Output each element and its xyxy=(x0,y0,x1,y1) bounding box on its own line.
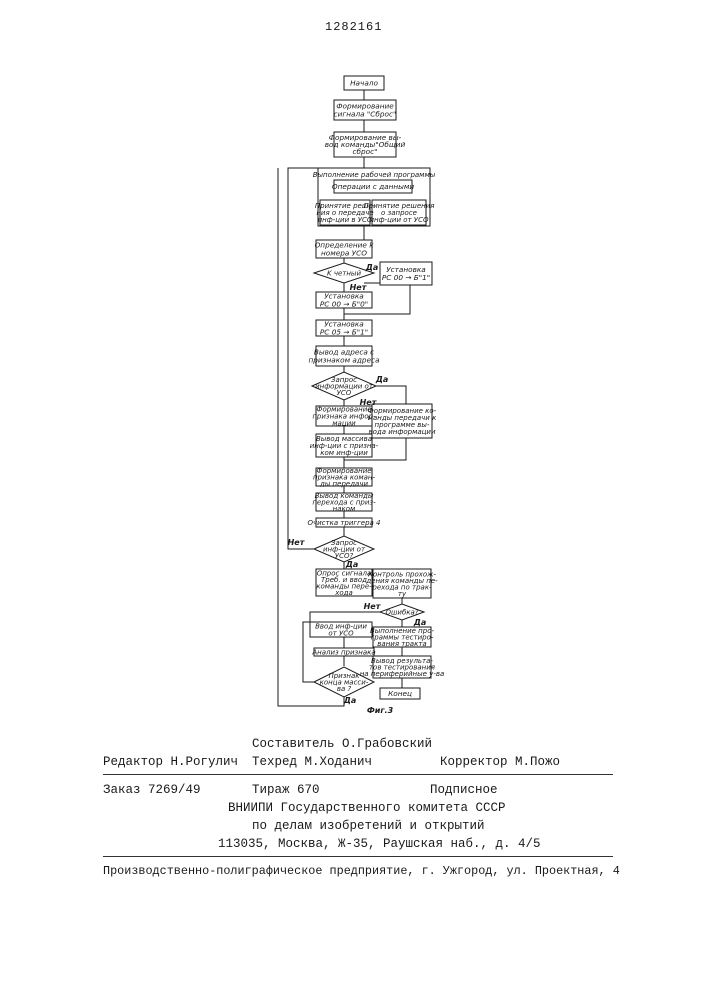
transfer-flag-box-text-line-3: ды передачи xyxy=(319,480,368,488)
yes-label-k-even: Да xyxy=(365,263,379,272)
connector-error-no xyxy=(310,612,380,622)
define-k-box-text-line-2: номера УСО xyxy=(321,249,367,258)
no-label-k-even: Нет xyxy=(350,283,368,292)
yes-label-end-array: Да xyxy=(343,696,357,705)
decision-request-box-text-line-3: инф-ции от УСО xyxy=(370,216,429,224)
flag-analysis-box-text-line-1: Анализ признака xyxy=(311,649,375,657)
end-array-diamond-text-line-3: ва ? xyxy=(337,685,352,693)
footer-divider-top xyxy=(103,774,613,775)
no-label-request-info: Нет xyxy=(360,398,378,407)
figure-caption: Фиг.3 xyxy=(367,706,394,715)
program-execution-label: Выполнение рабочей программы xyxy=(313,171,436,179)
flowchart-labels: НачалоФормированиесигнала "Сброс"Формиро… xyxy=(288,79,445,716)
set-rc05-1-box-text-line-2: PC 05 → Б"1" xyxy=(320,328,368,337)
start-box-text-line-1: Начало xyxy=(350,79,378,88)
error-question-diamond-text-line-1: Ошибка? xyxy=(385,609,418,617)
yes-label-request-from: Да xyxy=(345,560,359,569)
transfer-control-box-text-line-4: ту xyxy=(398,590,407,598)
end-box-text-line-1: Конец xyxy=(388,689,412,698)
output-results-box-text-line-3: на периферийные у-ва xyxy=(360,670,445,678)
editor-line: Редактор Н.Рогулич xyxy=(103,755,238,769)
footer-divider-bottom xyxy=(103,856,613,857)
transfer-output-box-text-line-3: наком xyxy=(333,505,356,513)
corrector-line: Корректор М.Пожо xyxy=(440,755,560,769)
organization-line-1: ВНИИПИ Государственного комитета СССР xyxy=(228,801,506,815)
transfer-cmd-box-text-line-4: вода информации xyxy=(368,428,435,436)
subscription-line: Подписное xyxy=(430,783,498,797)
input-info-box-text-line-2: от УСО xyxy=(328,630,354,638)
print-run-line: Тираж 670 xyxy=(252,783,320,797)
techred-line: Техред М.Ходанич xyxy=(252,755,372,769)
set-rc00-0-box-text-line-2: PC 00 → Б"0" xyxy=(320,300,368,309)
poll-signal-box-text-line-4: хода xyxy=(334,589,353,597)
request-info-diamond-text-line-3: УСО xyxy=(337,389,352,397)
decision-transfer-box-text-line-3: инф-ции в УСО xyxy=(318,216,373,224)
info-flag-box-text-line-3: мации xyxy=(332,420,356,428)
test-program-box-text-line-3: вания тракта xyxy=(377,640,426,648)
organization-line-2: по делам изобретений и открытий xyxy=(252,819,485,833)
data-operations-box-text-line-1: Операции с данными xyxy=(332,182,415,191)
common-reset-box-text-line-3: сброс" xyxy=(353,147,378,156)
address-output-box-text-line-2: признаком адреса xyxy=(308,356,379,365)
no-label-request-from: Нет xyxy=(288,538,306,547)
flowchart-diagram: НачалоФормированиесигнала "Сброс"Формиро… xyxy=(0,0,707,730)
k-even-diamond-text-line-1: K четный xyxy=(327,270,361,278)
yes-label-error: Да xyxy=(413,618,427,627)
reset-signal-box-text-line-2: сигнала "Сброс" xyxy=(334,110,397,119)
plant-line: Производственно-полиграфическое предприя… xyxy=(103,864,620,878)
yes-label-request-info: Да xyxy=(375,375,389,384)
set-rc00-1-box-text-line-2: PC 00 → Б"1" xyxy=(382,273,430,282)
organization-address: 113035, Москва, Ж-35, Раушская наб., д. … xyxy=(218,837,541,851)
clear-trigger-box-text-line-1: Очистка триггера 4 xyxy=(307,519,380,527)
no-label-error: Нет xyxy=(364,602,382,611)
compiler-line: Составитель О.Грабовский xyxy=(252,737,432,751)
request-from-diamond-text-line-3: УСО? xyxy=(335,552,354,560)
array-output-box-text-line-3: ком инф-ции xyxy=(320,449,368,457)
order-line: Заказ 7269/49 xyxy=(103,783,201,797)
